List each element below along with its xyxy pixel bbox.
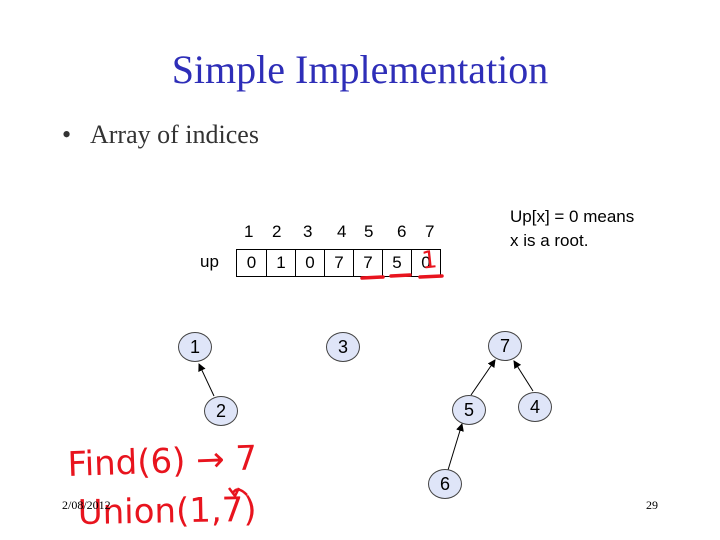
index-label: 6 bbox=[397, 222, 407, 241]
note-line: Up[x] = 0 means bbox=[510, 207, 635, 226]
index-label: 1 bbox=[244, 222, 254, 241]
tree-node: 5 bbox=[452, 395, 486, 425]
ink-underlines bbox=[360, 273, 444, 280]
ink-curved-arrow bbox=[228, 487, 248, 499]
up-array: 0 1 0 7 7 5 0 bbox=[236, 249, 441, 277]
page-number: 29 bbox=[646, 498, 658, 512]
footer-date: 2/08/2012 bbox=[62, 498, 111, 512]
array-cell: 0 bbox=[295, 250, 324, 276]
tree-node: 1 bbox=[178, 332, 212, 362]
array-cell: 0 bbox=[246, 253, 257, 272]
tree-edge bbox=[513, 360, 534, 392]
tree-node: 3 bbox=[326, 332, 360, 362]
handwritten-find: Find(6) → 7 bbox=[67, 438, 258, 485]
tree-node: 7 bbox=[488, 331, 522, 361]
tree-node: 4 bbox=[518, 392, 552, 422]
slide-title: Simple Implementation bbox=[171, 47, 549, 92]
array-cell: 7 bbox=[324, 250, 353, 276]
index-label: 5 bbox=[364, 222, 374, 241]
array-cell: 1 bbox=[266, 250, 295, 276]
bullet-item: • Array of indices bbox=[62, 120, 259, 150]
tree-edge bbox=[198, 363, 215, 397]
tree-edge bbox=[447, 423, 464, 471]
tree-node: 6 bbox=[428, 469, 462, 499]
handwritten-union: Union(1,7) bbox=[77, 490, 257, 533]
bullet-text: Array of indices bbox=[90, 120, 259, 149]
index-label: 3 bbox=[303, 222, 313, 241]
array-cell: 7 bbox=[353, 250, 382, 276]
array-cell: 5 bbox=[382, 250, 411, 276]
tree-node: 2 bbox=[204, 396, 238, 426]
index-label: 4 bbox=[337, 222, 347, 241]
root-note: Up[x] = 0 means x is a root. bbox=[510, 205, 634, 253]
array-cell: 0 bbox=[411, 250, 440, 276]
index-label: 7 bbox=[425, 222, 435, 241]
array-label: up bbox=[200, 252, 219, 271]
note-line: x is a root. bbox=[510, 231, 589, 250]
index-label: 2 bbox=[272, 222, 282, 241]
ink-overwrite-value: 1 bbox=[420, 245, 438, 274]
bullet-dot-icon: • bbox=[62, 120, 72, 149]
tree-edge bbox=[470, 359, 496, 396]
